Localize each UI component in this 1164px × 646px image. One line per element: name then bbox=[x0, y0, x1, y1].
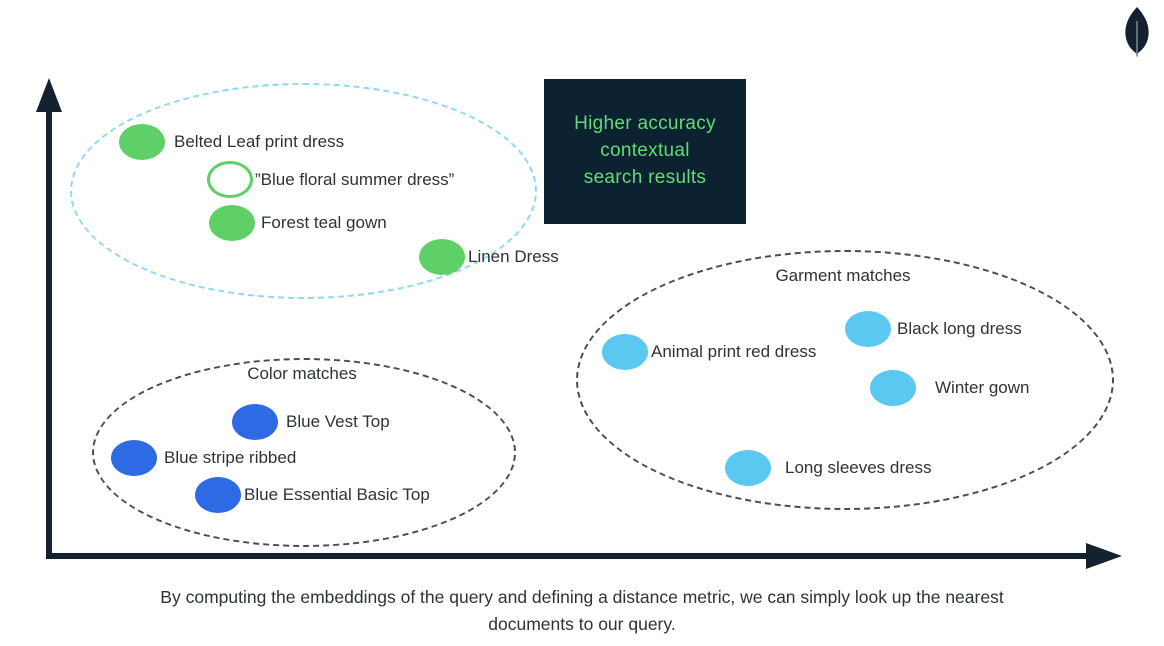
data-point-label: Blue Essential Basic Top bbox=[244, 485, 430, 504]
figure-caption-line2: documents to our query. bbox=[488, 614, 676, 635]
color-matches-cluster-label: Color matches bbox=[247, 364, 357, 383]
figure-caption: By computing the embeddings of the query… bbox=[0, 584, 1164, 638]
data-point-label: Blue Vest Top bbox=[286, 412, 390, 431]
blue-dot-icon bbox=[195, 477, 241, 513]
sky-dot-icon bbox=[845, 311, 891, 347]
data-point-label: Winter gown bbox=[935, 378, 1030, 397]
data-point: Winter gown bbox=[870, 370, 1029, 406]
data-point-label: Black long dress bbox=[897, 319, 1022, 338]
data-point: Forest teal gown bbox=[209, 205, 387, 241]
data-point-label: Linen Dress bbox=[468, 247, 559, 266]
data-point: Blue Essential Basic Top bbox=[195, 477, 430, 513]
blue-dot-icon bbox=[232, 404, 278, 440]
x-axis-line bbox=[46, 553, 1091, 559]
data-point: Black long dress bbox=[845, 311, 1022, 347]
data-point: Blue stripe ribbed bbox=[111, 440, 296, 476]
data-point-label: Forest teal gown bbox=[261, 213, 387, 232]
query-point: ”Blue floral summer dress” bbox=[207, 161, 454, 198]
query-outlined-dot-icon bbox=[207, 161, 253, 198]
green-dot-icon bbox=[119, 124, 165, 160]
color-matches-cluster-ellipse bbox=[92, 358, 516, 547]
mongodb-leaf-icon bbox=[1120, 6, 1154, 63]
data-point: Belted Leaf print dress bbox=[119, 124, 344, 160]
y-axis-line bbox=[46, 100, 52, 558]
data-point: Long sleeves dress bbox=[725, 450, 931, 486]
x-axis-arrow-icon bbox=[1086, 543, 1122, 569]
sky-dot-icon bbox=[725, 450, 771, 486]
figure-caption-line1: By computing the embeddings of the query… bbox=[160, 587, 1004, 607]
data-point-label: Animal print red dress bbox=[651, 342, 817, 361]
data-point-label: Belted Leaf print dress bbox=[174, 132, 345, 151]
green-dot-icon bbox=[209, 205, 255, 241]
sky-dot-icon bbox=[870, 370, 916, 406]
query-results-cluster-ellipse bbox=[70, 83, 537, 299]
data-point-label: Long sleeves dress bbox=[785, 458, 932, 477]
data-point-label: Blue stripe ribbed bbox=[164, 448, 297, 467]
data-point: Animal print red dress bbox=[602, 334, 816, 370]
data-point: Blue Vest Top bbox=[232, 404, 390, 440]
y-axis-arrow-icon bbox=[36, 78, 62, 112]
query-label: ”Blue floral summer dress” bbox=[255, 169, 455, 189]
callout-text: Higher accuracy contextual search result… bbox=[574, 113, 716, 188]
garment-matches-cluster-label: Garment matches bbox=[775, 266, 911, 285]
green-dot-icon bbox=[419, 239, 465, 275]
sky-dot-icon bbox=[602, 334, 648, 370]
callout-box: Higher accuracy contextual search result… bbox=[544, 79, 746, 224]
data-point: Linen Dress bbox=[419, 239, 559, 275]
blue-dot-icon bbox=[111, 440, 157, 476]
garment-matches-cluster-ellipse bbox=[576, 250, 1114, 510]
